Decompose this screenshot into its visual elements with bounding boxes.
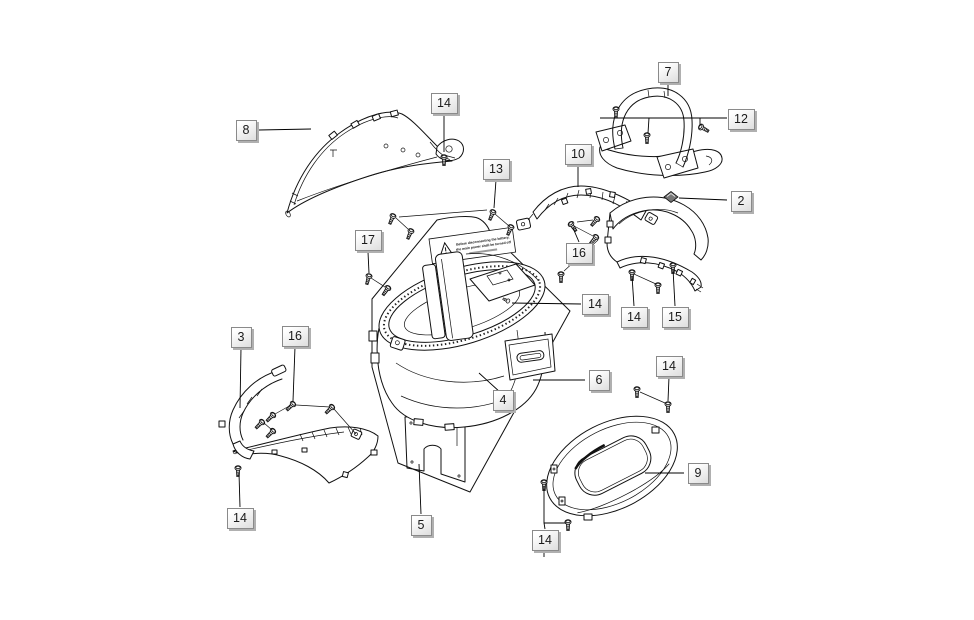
callout-14[interactable]: 14 bbox=[430, 92, 458, 114]
part-2-clip bbox=[663, 190, 679, 204]
fasteners bbox=[234, 106, 711, 531]
screw-icon bbox=[253, 417, 267, 431]
callout-17[interactable]: 17 bbox=[354, 229, 382, 251]
callout-14[interactable]: 14 bbox=[581, 293, 609, 315]
leader-line bbox=[258, 128, 312, 131]
screw-icon bbox=[664, 401, 672, 414]
leader-line bbox=[678, 197, 728, 201]
screw-icon bbox=[234, 465, 242, 478]
callout-12[interactable]: 12 bbox=[727, 108, 755, 130]
leader-line bbox=[631, 275, 635, 307]
screw-icon bbox=[386, 212, 398, 226]
callout-6[interactable]: 6 bbox=[588, 369, 610, 391]
screw-icon bbox=[588, 214, 602, 228]
callout-16[interactable]: 16 bbox=[565, 242, 593, 264]
screw-icon bbox=[612, 106, 620, 118]
callout-16[interactable]: 16 bbox=[281, 325, 309, 347]
leader-line bbox=[367, 251, 370, 274]
warning-text-line2: the main power shall be turned off bbox=[456, 240, 512, 252]
callout-10[interactable]: 10 bbox=[564, 143, 592, 165]
leader-line bbox=[572, 227, 580, 243]
screw-icon bbox=[284, 399, 298, 413]
callout-4[interactable]: 4 bbox=[492, 389, 514, 411]
part-9-side-cover bbox=[546, 415, 678, 521]
callout-14[interactable]: 14 bbox=[620, 306, 648, 328]
leader-line bbox=[239, 347, 242, 409]
screw-icon bbox=[633, 386, 641, 399]
screw-icon bbox=[486, 208, 498, 222]
callout-9[interactable]: 9 bbox=[687, 462, 709, 484]
callout-15[interactable]: 15 bbox=[661, 306, 689, 328]
leader-lines bbox=[238, 83, 728, 557]
screw-icon bbox=[404, 227, 416, 241]
leader-line bbox=[292, 346, 296, 402]
part-3-left-side-cover bbox=[218, 364, 379, 484]
leader-line bbox=[418, 463, 422, 515]
leader-line bbox=[647, 117, 650, 134]
part-rear-side-cover-right bbox=[604, 196, 709, 293]
callout-13[interactable]: 13 bbox=[482, 158, 510, 180]
callout-2[interactable]: 2 bbox=[730, 190, 752, 212]
callout-3[interactable]: 3 bbox=[230, 326, 252, 348]
callout-14[interactable]: 14 bbox=[655, 355, 683, 377]
leader-line bbox=[493, 179, 497, 209]
part-7-grab-rail bbox=[595, 87, 723, 179]
part-4-access-plate bbox=[504, 333, 556, 381]
screw-icon bbox=[697, 122, 711, 135]
callout-14[interactable]: 14 bbox=[226, 507, 254, 529]
warning-text-line1: Before disconnecting the battery, bbox=[456, 235, 510, 246]
screw-icon bbox=[566, 219, 579, 234]
callout-14[interactable]: 14 bbox=[531, 529, 559, 551]
callout-8[interactable]: 8 bbox=[235, 119, 257, 141]
screw-icon bbox=[643, 132, 651, 145]
screw-icon bbox=[557, 271, 565, 284]
leader-line bbox=[238, 472, 241, 508]
screw-icon bbox=[564, 519, 572, 531]
leader-line bbox=[511, 302, 582, 305]
leader-line bbox=[667, 376, 670, 402]
screw-icon bbox=[654, 282, 662, 295]
screw-icon bbox=[363, 272, 373, 286]
callout-5[interactable]: 5 bbox=[410, 514, 432, 536]
helmet-box-bucket bbox=[368, 251, 546, 431]
callout-7[interactable]: 7 bbox=[657, 61, 679, 83]
screw-icon bbox=[264, 410, 278, 424]
part-8-rear-spoiler-trim bbox=[285, 109, 464, 218]
leader-line bbox=[672, 268, 676, 307]
